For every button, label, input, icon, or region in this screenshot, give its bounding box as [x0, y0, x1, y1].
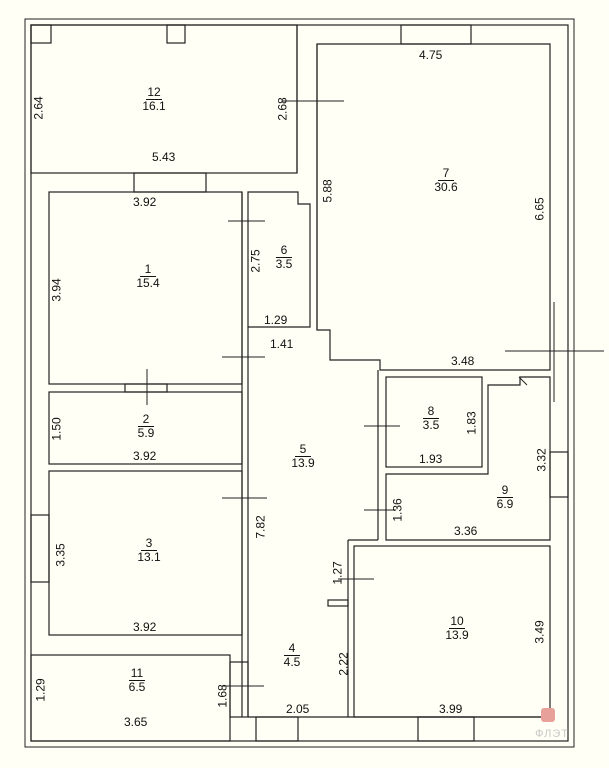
dim-1-29-a: 1.29 — [264, 313, 288, 327]
dim-2-22: 2.22 — [336, 652, 351, 676]
dim-3-49: 3.49 — [532, 620, 547, 644]
room-9-outline — [385, 376, 551, 541]
dim-3-65: 3.65 — [124, 715, 148, 729]
dim-5-88: 5.88 — [320, 179, 335, 203]
dim-3-35: 3.35 — [53, 543, 68, 567]
dim-1-93: 1.93 — [419, 452, 443, 466]
watermark-text: ФЛЭТ — [535, 728, 569, 740]
dim-1-83: 1.83 — [464, 411, 479, 435]
dim-3-48: 3.48 — [451, 354, 475, 368]
dim-2-05: 2.05 — [286, 702, 310, 716]
room-8-outline — [385, 376, 483, 468]
dim-1-29-b: 1.29 — [33, 678, 48, 702]
dim-1-27: 1.27 — [330, 561, 345, 585]
dim-2-68: 2.68 — [275, 97, 290, 121]
outer-wall — [30, 24, 569, 742]
dim-2-64: 2.64 — [31, 96, 46, 120]
dim-1-68: 1.68 — [215, 684, 230, 708]
dim-6-65: 6.65 — [532, 197, 547, 221]
dim-3-92-c: 3.92 — [133, 620, 157, 634]
dim-5-43: 5.43 — [152, 150, 176, 164]
dim-1-50: 1.50 — [49, 417, 64, 441]
room-7-outline — [316, 43, 551, 371]
dim-3-92-b: 3.92 — [133, 449, 157, 463]
dim-3-92-a: 3.92 — [133, 195, 157, 209]
dim-4-75: 4.75 — [419, 48, 443, 62]
dim-3-32: 3.32 — [534, 448, 549, 472]
dim-3-94: 3.94 — [49, 278, 64, 302]
dim-2-75: 2.75 — [248, 249, 263, 273]
dim-1-36: 1.36 — [390, 498, 405, 522]
dim-1-41: 1.41 — [270, 337, 294, 351]
dim-3-99: 3.99 — [439, 702, 463, 716]
dim-7-82: 7.82 — [253, 515, 268, 539]
watermark-logo-icon — [541, 708, 555, 722]
dim-3-36: 3.36 — [454, 524, 478, 538]
